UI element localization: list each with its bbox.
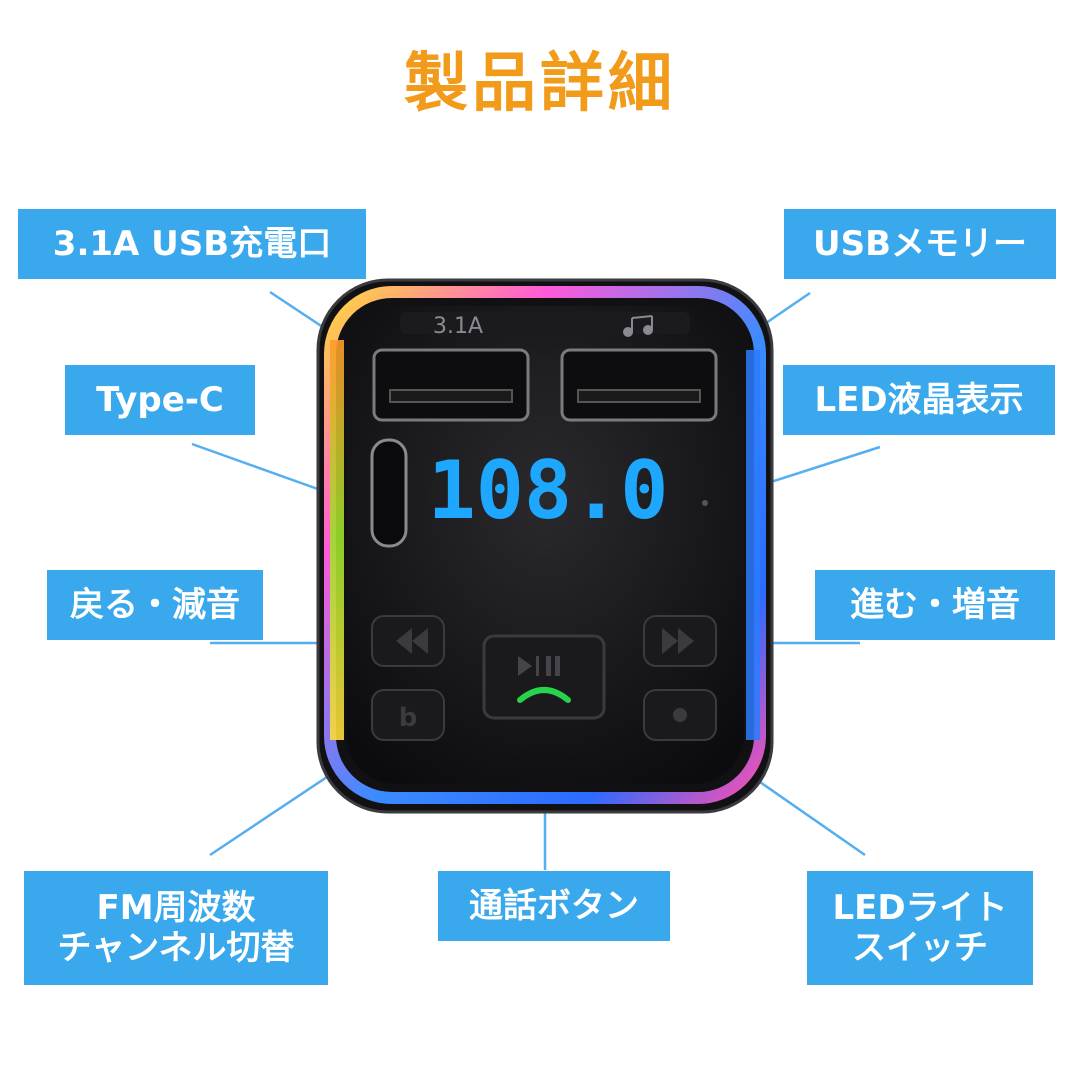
label-usb-memory: USBメモリー — [784, 209, 1056, 279]
label-led-light: LEDライト スイッチ — [807, 871, 1033, 985]
page-title: 製品詳細 — [404, 47, 676, 121]
label-back-volume-down: 戻る・減音 — [47, 570, 263, 640]
music-note-icon — [623, 315, 653, 337]
label-led-display: LED液晶表示 — [783, 365, 1055, 435]
usb-port-memory — [560, 348, 718, 422]
port-left-label: 3.1A — [433, 314, 483, 339]
type-c-port — [370, 438, 408, 548]
led-light-button[interactable] — [643, 689, 717, 741]
mic-hole — [702, 500, 708, 506]
call-button[interactable] — [482, 634, 606, 720]
back-button[interactable] — [371, 615, 445, 667]
label-call-button: 通話ボタン — [438, 871, 670, 941]
label-type-c: Type-C — [65, 365, 255, 435]
phone-icon — [517, 687, 571, 703]
usb-port-charge — [372, 348, 530, 422]
label-fm-channel: FM周波数 チャンネル切替 — [24, 871, 328, 985]
forward-button[interactable] — [643, 615, 717, 667]
play-pause-icon — [518, 656, 560, 676]
led-display-value: 108.0 — [428, 444, 669, 537]
label-usb-charge: 3.1A USB充電口 — [18, 209, 366, 279]
svg-text:b: b — [399, 703, 418, 733]
fm-channel-button[interactable]: b — [371, 689, 445, 741]
label-forward-volume-up: 進む・増音 — [815, 570, 1055, 640]
